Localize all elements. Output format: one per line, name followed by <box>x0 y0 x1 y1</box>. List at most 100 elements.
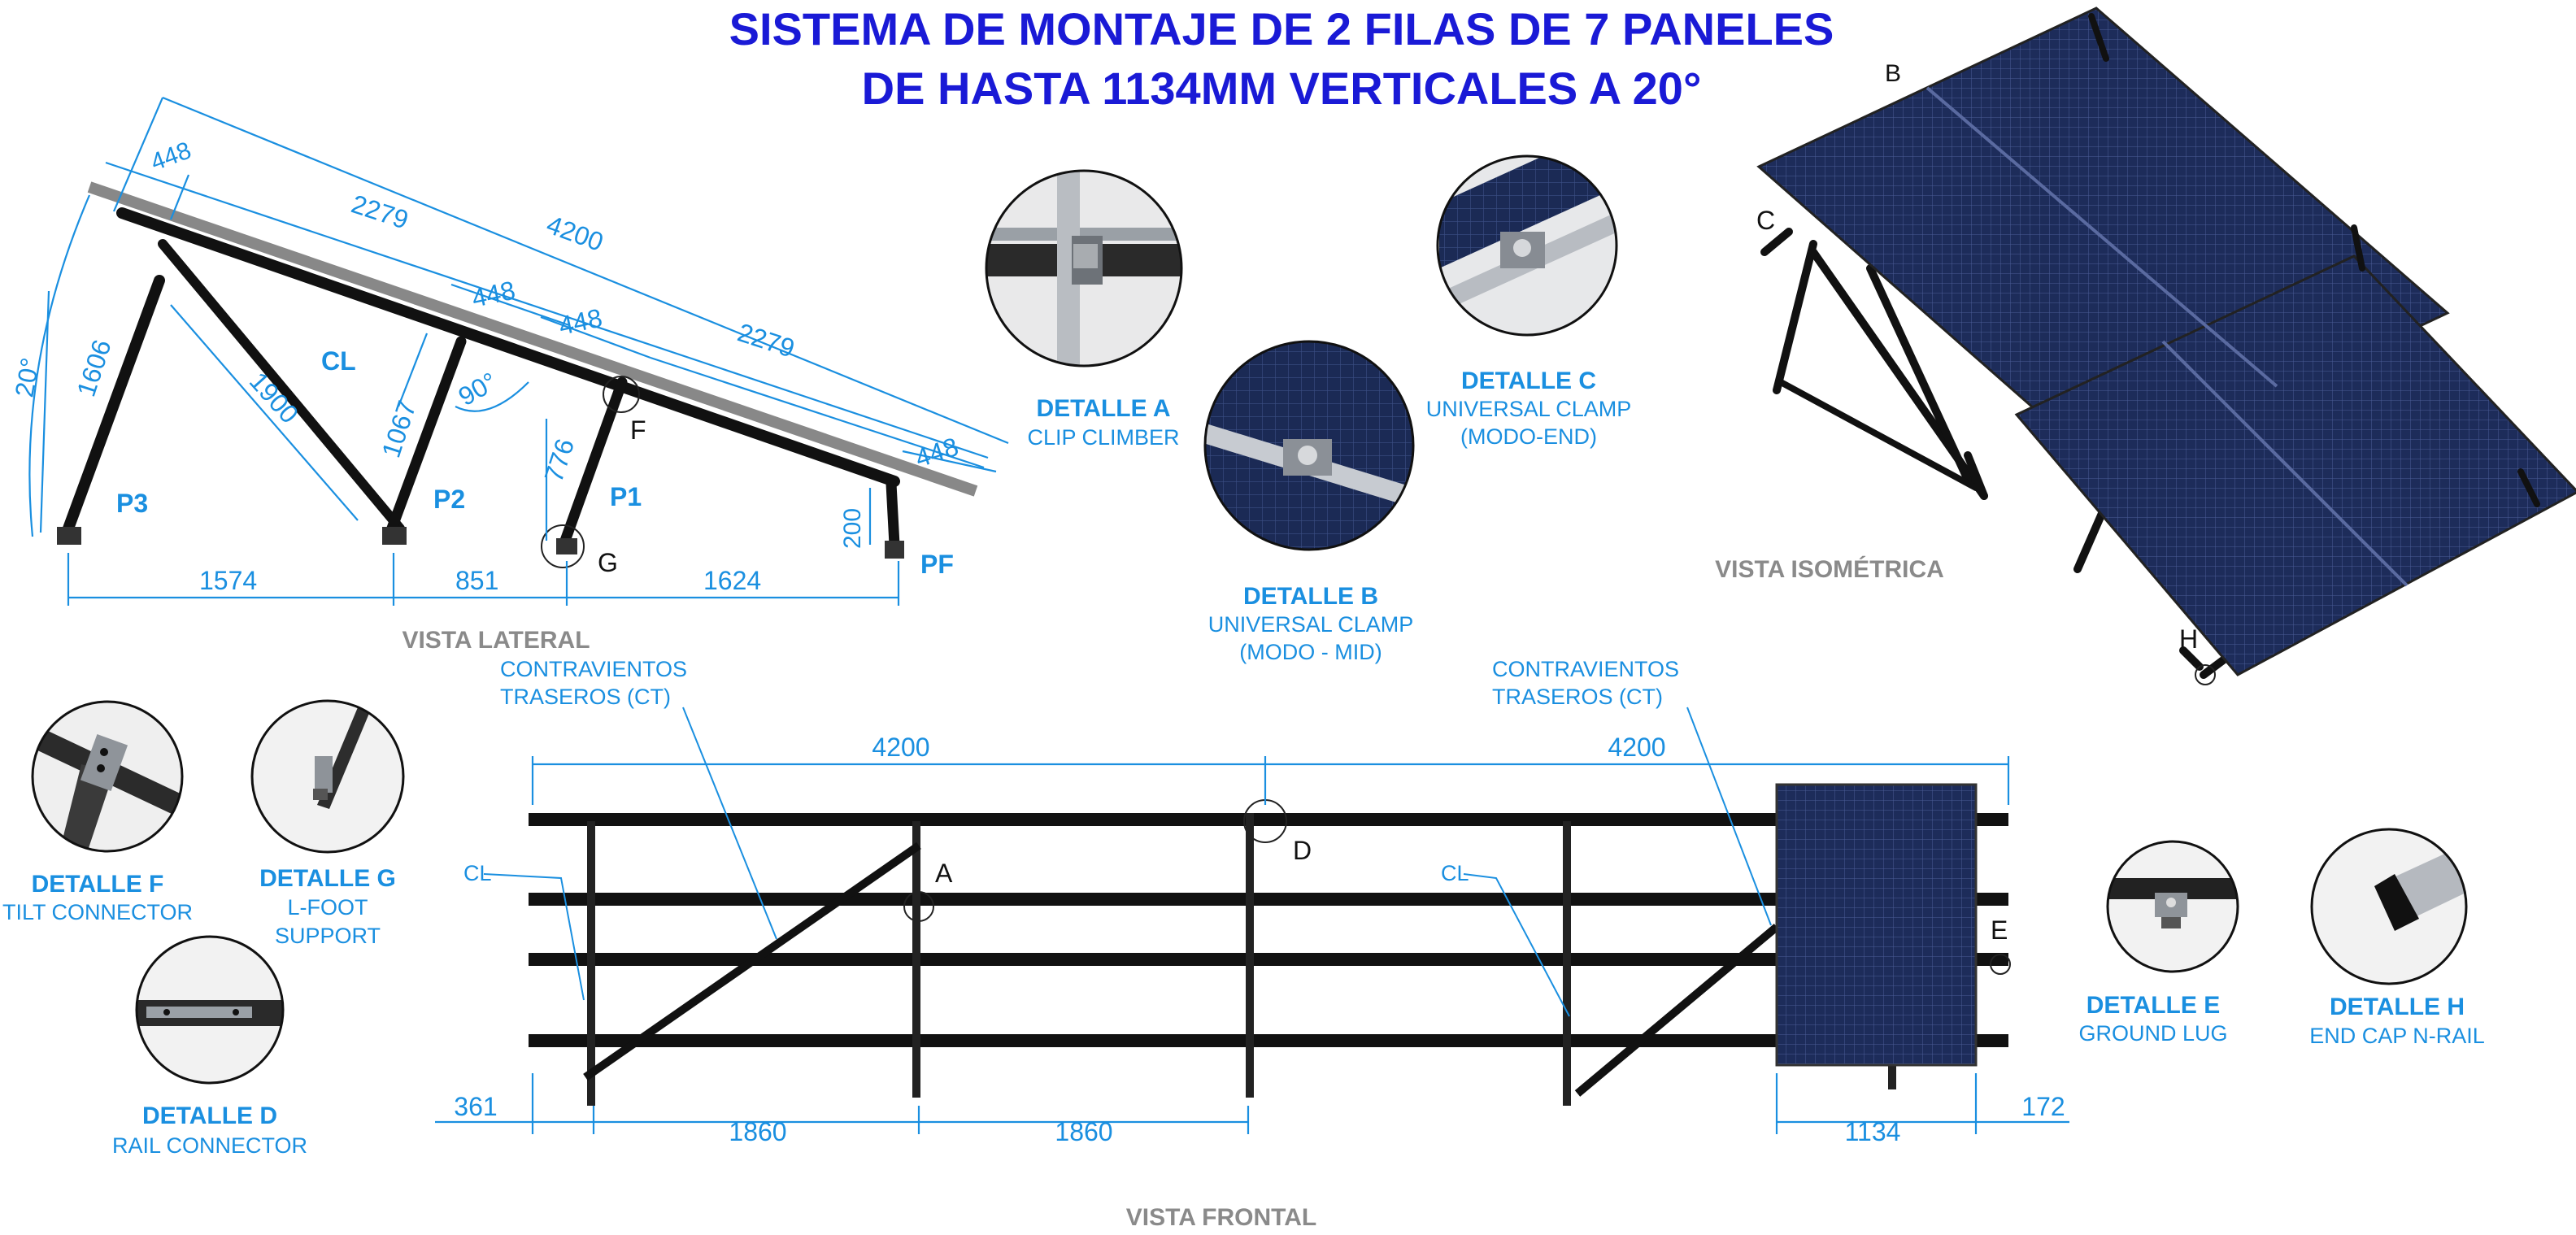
detail-d: DETALLE D RAIL CONNECTOR <box>112 935 307 1158</box>
front-label-e: E <box>1991 915 2008 945</box>
dim-448-top: 448 <box>147 137 194 176</box>
front-dim-1134: 1134 <box>1845 1117 1901 1146</box>
dimline-1606 <box>39 290 50 533</box>
front-dim-361: 361 <box>454 1092 497 1121</box>
cl-left: CL <box>463 861 492 885</box>
detail-h-title: DETALLE H <box>2330 994 2465 1020</box>
dimline-1900 <box>170 304 359 521</box>
label-p3: P3 <box>116 489 148 518</box>
side-panel-edge <box>87 181 978 497</box>
front-dim-4200-left: 4200 <box>872 733 929 762</box>
angle-arc-20 <box>28 194 91 537</box>
foot-p3 <box>57 527 81 545</box>
detail-g-sub-1: L-FOOT <box>288 895 368 920</box>
label-p2: P2 <box>433 485 465 514</box>
detail-f-title: DETALLE F <box>32 871 164 898</box>
dim-851: 851 <box>455 566 498 595</box>
front-label-d: D <box>1293 836 1312 865</box>
label-cl: CL <box>321 346 356 376</box>
detail-f: DETALLE F TILT CONNECTOR <box>2 700 193 924</box>
detail-e-title: DETALLE E <box>2086 992 2220 1019</box>
label-f: F <box>630 415 646 445</box>
detail-c: DETALLE C UNIVERSAL CLAMP (MODO-END) <box>1426 154 1632 449</box>
detail-d-sub: RAIL CONNECTOR <box>112 1133 307 1158</box>
iso-view-label: VISTA ISOMÉTRICA <box>1715 555 1944 583</box>
dim-1624: 1624 <box>703 566 761 595</box>
detail-h-sub: END CAP N-RAIL <box>2309 1024 2485 1048</box>
title-line-2: DE HASTA 1134MM VERTICALES A 20° <box>862 63 1702 114</box>
detail-a-sub: CLIP CLIMBER <box>1027 425 1179 450</box>
detail-b-sub-2: (MODO - MID) <box>1239 640 1382 664</box>
detail-c-ring <box>1436 154 1618 337</box>
front-dim-4200-right: 4200 <box>1608 733 1665 762</box>
dimline-448-end <box>902 450 997 473</box>
detail-f-sub: TILT CONNECTOR <box>2 900 193 924</box>
front-rail-2 <box>529 893 2008 906</box>
callout-circle-f <box>603 376 640 413</box>
detail-b-sub-1: UNIVERSAL CLAMP <box>1208 612 1414 637</box>
title-line-1: SISTEMA DE MONTAJE DE 2 FILAS DE 7 PANEL… <box>729 3 1834 54</box>
dim-1574: 1574 <box>199 566 257 595</box>
detail-b-ring <box>1203 340 1415 551</box>
dimline-2279-top <box>105 161 989 459</box>
callout-circle-g <box>541 524 585 568</box>
dim-2279-mid: 2279 <box>734 317 798 363</box>
detail-g-ring <box>250 699 405 854</box>
leg-p3 <box>63 275 165 534</box>
dim-1606: 1606 <box>71 336 116 400</box>
dim-90: 90° <box>454 367 503 411</box>
dim-448-end: 448 <box>912 432 962 473</box>
front-dim-1860-b: 1860 <box>1055 1117 1112 1146</box>
detail-c-sub-1: UNIVERSAL CLAMP <box>1426 397 1632 421</box>
ext-line-left <box>112 97 164 212</box>
front-panel <box>1775 783 1978 1067</box>
side-view: 448 2279 4200 448 448 2279 448 20° 1606 … <box>9 96 1009 654</box>
dimline-2279-mid <box>650 356 985 469</box>
side-rail <box>116 207 900 487</box>
foot-p2 <box>382 527 407 545</box>
detail-e: DETALLE E GROUND LUG <box>2078 840 2239 1046</box>
label-g: G <box>598 548 618 577</box>
dimline-4200 <box>162 96 1009 445</box>
front-rail-1 <box>529 813 2008 826</box>
dimline-448-mid-b <box>540 315 651 359</box>
ext-line-448 <box>169 174 190 220</box>
isometric-view: B C H VISTA ISOMÉTRICA <box>1715 7 2576 685</box>
leg-p2 <box>385 336 467 538</box>
right-angle-arc <box>455 381 529 412</box>
detail-b: DETALLE B UNIVERSAL CLAMP (MODO - MID) <box>1203 340 1415 664</box>
detail-a-ring <box>985 169 1183 367</box>
detail-g-sub-2: SUPPORT <box>275 924 381 948</box>
dim-4200: 4200 <box>543 210 607 257</box>
label-pf: PF <box>920 550 954 579</box>
dim-776: 776 <box>538 435 580 485</box>
detail-g: DETALLE G L-FOOT SUPPORT <box>250 699 405 948</box>
dim-angle-20: 20° <box>9 355 45 399</box>
detail-b-title: DETALLE B <box>1243 583 1378 610</box>
front-dim-172: 172 <box>2021 1092 2065 1121</box>
detail-a-title: DETALLE A <box>1037 395 1171 422</box>
cl-right: CL <box>1441 861 1469 885</box>
detail-d-ring <box>135 935 285 1085</box>
iso-label-b: B <box>1885 60 1901 87</box>
label-p1: P1 <box>610 482 642 511</box>
side-view-label: VISTA LATERAL <box>402 627 590 654</box>
ct-right-1: CONTRAVIENTOS <box>1492 657 1679 681</box>
ct-left-2: TRASEROS (CT) <box>500 685 671 709</box>
dim-200: 200 <box>839 508 866 549</box>
foot-p1 <box>556 538 577 554</box>
detail-h: DETALLE H END CAP N-RAIL <box>2309 828 2485 1048</box>
dim-448-mid-b: 448 <box>556 303 605 341</box>
detail-f-ring <box>31 700 184 853</box>
brace-cl <box>158 239 405 533</box>
ct-left-1: CONTRAVIENTOS <box>500 657 687 681</box>
detail-a: DETALLE A CLIP CLIMBER <box>985 169 1183 450</box>
detail-e-ring <box>2106 840 2239 973</box>
detail-e-sub: GROUND LUG <box>2078 1021 2227 1046</box>
dimline-1067 <box>397 333 429 407</box>
leg-p1 <box>559 376 628 546</box>
front-view: CONTRAVIENTOS TRASEROS (CT) CONTRAVIENTO… <box>435 657 2069 1231</box>
iso-label-c: C <box>1756 206 1775 235</box>
